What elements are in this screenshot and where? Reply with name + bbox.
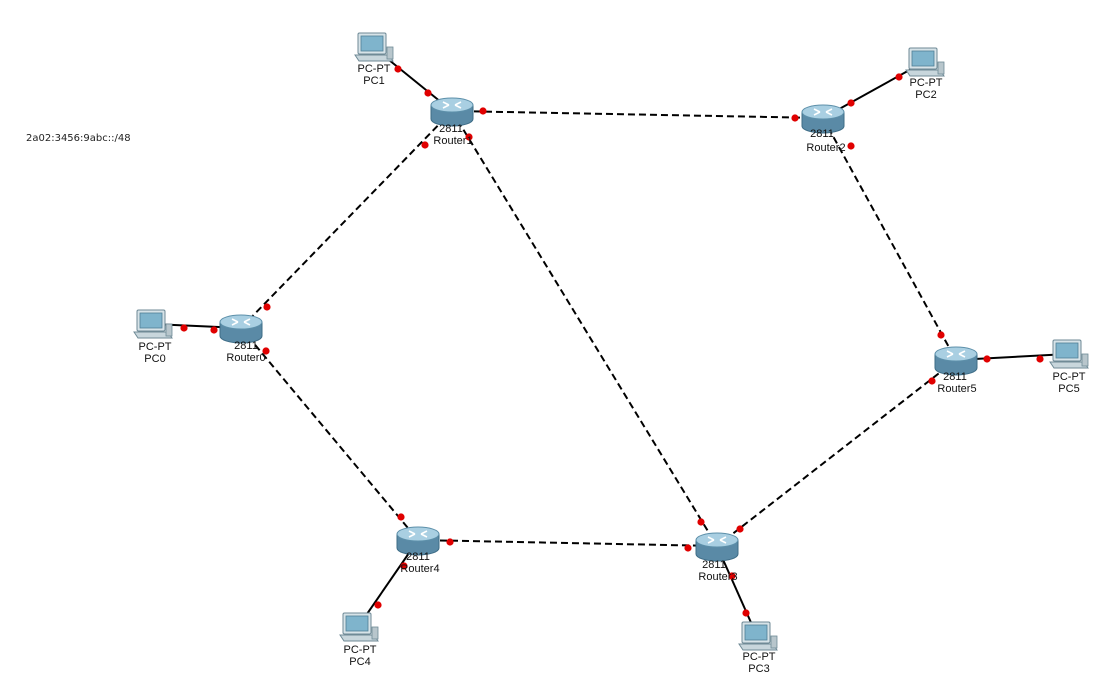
pc2-name-label: PC2	[915, 89, 937, 101]
link-router4-router3[interactable]	[417, 539, 718, 547]
router1-name-label: Router1	[433, 135, 473, 147]
link-router5-router3[interactable]	[716, 359, 957, 547]
port-router1	[465, 133, 473, 141]
port-router1	[479, 107, 487, 115]
port-router5	[937, 331, 945, 339]
devices-layer	[133, 32, 1089, 651]
pc1-name-label: PC1	[363, 75, 385, 87]
pc-pc2-icon[interactable]	[905, 47, 945, 77]
router-router3-icon[interactable]	[695, 532, 739, 562]
links-layer	[151, 46, 1069, 637]
port-pc3	[742, 609, 750, 617]
pc2-type-label: PC-PT	[909, 77, 943, 89]
pc-pc4-icon[interactable]	[339, 612, 379, 642]
port-pc0	[180, 324, 188, 332]
port-router5	[983, 355, 991, 363]
port-router3	[728, 572, 736, 580]
port-router1	[424, 89, 432, 97]
port-router3	[736, 525, 744, 533]
port-router5	[928, 377, 936, 385]
port-router2	[847, 142, 855, 150]
pc4-type-label: PC-PT	[343, 644, 377, 656]
network-prefix-note: 2a02:3456:9abc::/48	[26, 133, 131, 144]
router4-model-label: 2811	[406, 551, 430, 563]
port-router3	[684, 544, 692, 552]
pc3-type-label: PC-PT	[742, 651, 776, 663]
pc0-type-label: PC-PT	[138, 341, 172, 353]
pc0-name-label: PC0	[144, 353, 166, 365]
link-router0-router1[interactable]	[240, 110, 453, 329]
link-router2-router5[interactable]	[822, 117, 957, 361]
router1-model-label: 2811	[439, 123, 463, 135]
router3-model-label: 2811	[702, 559, 726, 571]
port-router2	[791, 114, 799, 122]
port-router0	[263, 303, 271, 311]
pc-pc5-icon[interactable]	[1049, 339, 1089, 369]
port-router3	[697, 518, 705, 526]
router0-model-label: 2811	[234, 340, 258, 352]
router3-name-label: Router3	[698, 571, 738, 583]
port-router4	[400, 562, 408, 570]
pc4-name-label: PC4	[349, 656, 371, 668]
router-router4-icon[interactable]	[396, 526, 440, 556]
port-router4	[397, 513, 405, 521]
port-pc2	[895, 73, 903, 81]
port-router4	[446, 538, 454, 546]
pc1-type-label: PC-PT	[357, 63, 391, 75]
router-router5-icon[interactable]	[934, 346, 978, 376]
pc-pc3-icon[interactable]	[738, 621, 778, 651]
port-router1	[421, 141, 429, 149]
router-router2-icon[interactable]	[801, 104, 845, 134]
port-pc1	[394, 65, 402, 73]
port-router2	[847, 99, 855, 107]
router4-name-label: Router4	[400, 563, 440, 575]
router5-name-label: Router5	[937, 383, 977, 395]
pc-pc0-icon[interactable]	[133, 309, 173, 339]
port-pc4	[374, 601, 382, 609]
link-router0-router4[interactable]	[240, 327, 419, 541]
link-router1-router2[interactable]	[451, 110, 824, 119]
pc5-name-label: PC5	[1058, 383, 1080, 395]
pc5-type-label: PC-PT	[1052, 371, 1086, 383]
pc-pc1-icon[interactable]	[354, 32, 394, 62]
port-pc5	[1036, 355, 1044, 363]
router-router1-icon[interactable]	[430, 97, 474, 127]
ports-layer	[180, 65, 1044, 617]
router0-name-label: Router0	[226, 352, 266, 364]
port-router0	[210, 326, 218, 334]
router2-model-label: 2811	[810, 128, 834, 140]
link-router1-router3[interactable]	[451, 110, 718, 547]
router-router0-icon[interactable]	[219, 314, 263, 344]
router5-model-label: 2811	[943, 371, 967, 383]
pc3-name-label: PC3	[748, 663, 770, 675]
router2-name-label: Router2	[806, 142, 846, 154]
port-router0	[262, 347, 270, 355]
